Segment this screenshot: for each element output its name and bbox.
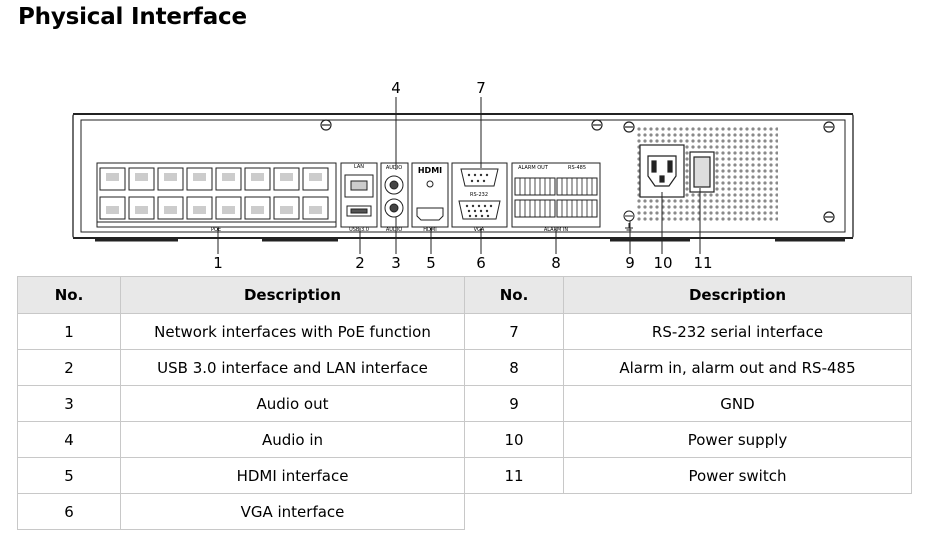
cell-description: USB 3.0 interface and LAN interface xyxy=(120,349,465,386)
device-rear-panel-diagram: POE LAN USB 3.0 AUDIO AUDIO HDMI HDMI RS… xyxy=(72,79,854,272)
cell-description: Power supply xyxy=(563,421,912,458)
cell-no: 11 xyxy=(464,457,564,494)
table-row: 1 Network interfaces with PoE function 7… xyxy=(17,313,912,350)
callout-leader-lines xyxy=(217,97,701,254)
callout-9: 9 xyxy=(625,254,635,272)
panel-label-poe: POE xyxy=(211,227,221,233)
table-row: 6 VGA interface xyxy=(17,493,912,530)
cell-no: 7 xyxy=(464,313,564,350)
panel-label-usb: USB 3.0 xyxy=(349,227,369,233)
rs232-vga-ports xyxy=(451,162,508,228)
cell-description: RS-232 serial interface xyxy=(563,313,912,350)
table-row: 4 Audio in 10 Power supply xyxy=(17,421,912,458)
cell-description: Alarm in, alarm out and RS-485 xyxy=(563,349,912,386)
cell-description: VGA interface xyxy=(120,493,465,530)
panel-label-audio-out: AUDIO xyxy=(386,227,402,233)
cell-no: 6 xyxy=(17,493,121,530)
page-title: Physical Interface xyxy=(18,4,247,30)
cell-no: 9 xyxy=(464,385,564,422)
cell-no: 2 xyxy=(17,349,121,386)
header-description-left: Description xyxy=(120,276,465,314)
panel-label-audio-in: AUDIO xyxy=(386,165,402,171)
panel-label-hdmi-logo: HDMI xyxy=(418,166,442,175)
ground-icon xyxy=(623,210,635,231)
callout-11: 11 xyxy=(693,254,712,272)
cell-no: 10 xyxy=(464,421,564,458)
panel-label-hdmi: HDMI xyxy=(423,227,436,233)
panel-label-rs232: RS-232 xyxy=(470,192,488,198)
callout-7: 7 xyxy=(476,79,486,97)
callout-10: 10 xyxy=(653,254,672,272)
callout-6: 6 xyxy=(476,254,486,272)
power-switch-icon xyxy=(689,151,715,193)
callout-3: 3 xyxy=(391,254,401,272)
header-no-right: No. xyxy=(464,276,564,314)
poe-network-ports xyxy=(96,162,337,228)
power-inlet-icon xyxy=(639,144,685,198)
table-row: 2 USB 3.0 interface and LAN interface 8 … xyxy=(17,349,912,386)
chassis-inner xyxy=(80,119,846,233)
empty-cell xyxy=(464,493,564,530)
panel-label-lan: LAN xyxy=(354,164,364,170)
callout-2: 2 xyxy=(355,254,365,272)
audio-jacks xyxy=(380,162,409,228)
callout-8: 8 xyxy=(551,254,561,272)
empty-cell xyxy=(563,493,912,530)
cell-no: 8 xyxy=(464,349,564,386)
panel-label-vga: VGA xyxy=(474,227,485,233)
cell-description: GND xyxy=(563,385,912,422)
cell-description: Audio in xyxy=(120,421,465,458)
panel-label-alarm-out: ALARM OUT xyxy=(518,165,549,171)
header-description-right: Description xyxy=(563,276,912,314)
panel-label-rs485: RS-485 xyxy=(568,165,586,171)
cell-no: 5 xyxy=(17,457,121,494)
interface-table: No. Description No. Description 1 Networ… xyxy=(17,276,912,530)
callout-4: 4 xyxy=(391,79,401,97)
cell-no: 1 xyxy=(17,313,121,350)
cell-description: Audio out xyxy=(120,385,465,422)
table-row: 3 Audio out 9 GND xyxy=(17,385,912,422)
cell-description: HDMI interface xyxy=(120,457,465,494)
cell-no: 4 xyxy=(17,421,121,458)
screw-icon xyxy=(320,119,835,223)
cell-description: Power switch xyxy=(563,457,912,494)
table-row: 5 HDMI interface 11 Power switch xyxy=(17,457,912,494)
lan-usb-ports xyxy=(340,162,378,228)
cell-no: 3 xyxy=(17,385,121,422)
callout-1: 1 xyxy=(213,254,223,272)
header-no-left: No. xyxy=(17,276,121,314)
table-header-row: No. Description No. Description xyxy=(17,276,912,314)
callout-5: 5 xyxy=(426,254,436,272)
cell-description: Network interfaces with PoE function xyxy=(120,313,465,350)
hdmi-port xyxy=(411,162,449,228)
